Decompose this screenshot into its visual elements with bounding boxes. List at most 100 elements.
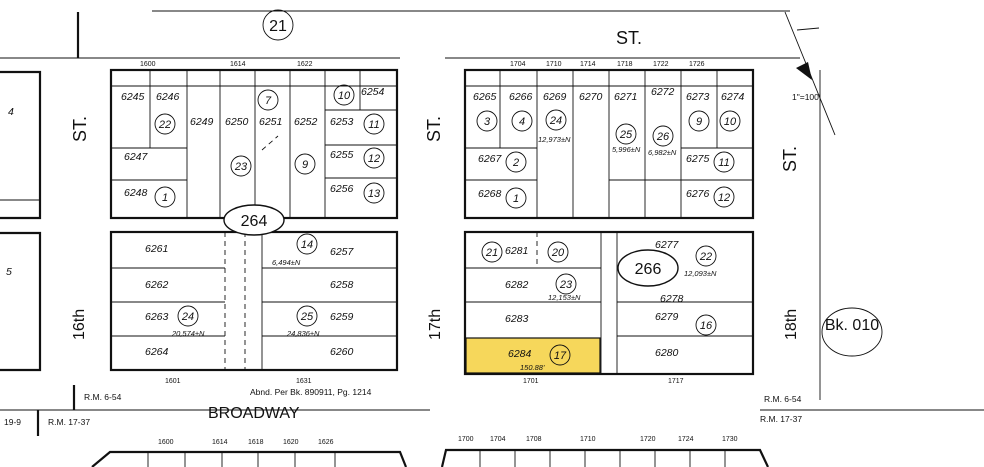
parcel-1-b: 1 [513,193,519,205]
lot-6275: 6275 [686,153,710,165]
parcel-23: 23 [234,161,248,173]
parcel-21: 21 [485,247,498,259]
lot-6284: 6284 [508,348,532,360]
parcel-25: 25 [300,311,314,323]
rm-ref-right-1: R.M. 6-54 [764,394,802,404]
addr-1622: 1622 [297,61,313,68]
street-label-top: ST. [616,28,642,48]
page-number: 21 [269,18,287,35]
lot-6246: 6246 [156,91,180,103]
parcel-23-b: 23 [559,279,573,291]
lot-6271: 6271 [614,91,637,103]
lot-6252: 6252 [294,116,318,128]
addr-1722: 1722 [653,61,669,68]
addr-b-1710: 1710 [580,436,596,443]
addr-1631: 1631 [296,378,312,385]
lot-6276: 6276 [686,188,710,200]
lot-6274: 6274 [721,91,745,103]
left-edge-blocks: 4 5 ST. 16th [0,70,90,372]
lot-6282: 6282 [505,279,529,291]
parcel-25-b: 25 [619,129,633,141]
addr-b-1614: 1614 [212,439,228,446]
addr-1701: 1701 [523,378,539,385]
parcel-24: 24 [181,311,194,323]
lot-6261: 6261 [145,243,168,255]
area-12093: 12,093±N [684,269,717,278]
area-5996: 5,996±N [612,145,641,154]
lot-6260: 6260 [330,346,354,358]
parcel-26: 26 [656,131,670,143]
addr-b-1600: 1600 [158,439,174,446]
addr-1714: 1714 [580,61,596,68]
addr-b-1618: 1618 [248,439,264,446]
lot-6251: 6251 [259,116,282,128]
lot-6258: 6258 [330,279,354,291]
addr-1718: 1718 [617,61,633,68]
street-label-17th: 17th [427,309,444,340]
parcel-12: 12 [368,153,380,165]
lot-6250: 6250 [225,116,249,128]
parcel-3: 3 [484,116,491,128]
area-20574: 20,574±N [171,329,205,338]
addr-1704: 1704 [510,61,526,68]
parcel-12-b: 12 [718,192,730,204]
addr-1600: 1600 [140,61,156,68]
area-6494: 6,494±N [272,258,301,267]
lot-6245: 6245 [121,91,145,103]
bottom-blocks: 1600 1614 1618 1620 1626 1700 1704 1708 … [91,436,769,467]
street-label-16th: 16th [71,309,88,340]
lot-6255: 6255 [330,149,354,161]
area-24836: 24,836±N [286,329,320,338]
lot-6257: 6257 [330,246,355,258]
parcel-10-b: 10 [724,116,737,128]
dim-6284: 150.88' [520,363,545,372]
street-label-broadway: BROADWAY [208,405,300,422]
addr-1717: 1717 [668,378,684,385]
parcel-4: 4 [519,116,525,128]
parcel-17: 17 [554,350,567,362]
block-number-264: 264 [241,213,268,230]
left-parcel-5: 5 [6,266,12,278]
lot-6273: 6273 [686,91,710,103]
lot-6248: 6248 [124,187,148,199]
addr-b-1724: 1724 [678,436,694,443]
lot-6262: 6262 [145,279,169,291]
page-number-badge: 21 [262,9,294,41]
lot-6272: 6272 [651,86,675,98]
parcel-7: 7 [265,95,272,107]
lot-6253: 6253 [330,116,354,128]
addr-b-1700: 1700 [458,436,474,443]
street-label-mid: ST. [424,116,444,142]
lot-6279: 6279 [655,311,679,323]
addr-b-1720: 1720 [640,436,656,443]
left-parcel-4: 4 [8,106,14,118]
lot-6270: 6270 [579,91,603,103]
parcel-22-b: 22 [699,251,712,263]
addr-b-1708: 1708 [526,436,542,443]
street-label-18th: 18th [783,309,800,340]
addr-b-1730: 1730 [722,436,738,443]
addr-1726: 1726 [689,61,705,68]
parcel-1: 1 [162,192,168,204]
area-6982: 6,982±N [648,148,677,157]
addr-b-1626: 1626 [318,439,334,446]
lot-6280: 6280 [655,347,679,359]
street-label-left: ST. [70,116,90,142]
lot-6266: 6266 [509,91,533,103]
lot-6264: 6264 [145,346,169,358]
lot-6268: 6268 [478,188,502,200]
block-266: 6284 17 150.88' 6265 6266 6269 6270 6271… [463,61,755,385]
lot-6278: 6278 [660,293,684,305]
addr-b-1704: 1704 [490,436,506,443]
parcel-9-b: 9 [696,116,702,128]
parcel-22: 22 [158,119,171,131]
block-264: 6245 6246 6249 6250 6251 6252 6253 6254 … [109,61,399,385]
addr-b-1620: 1620 [283,439,299,446]
parcel-9: 9 [302,159,308,171]
lot-6249: 6249 [190,116,214,128]
book-ref-badge: Bk. 010 [821,307,883,357]
lot-6265: 6265 [473,91,497,103]
rm-ref-left-2: R.M. 17-37 [48,417,90,427]
parcel-11-b: 11 [718,157,729,169]
